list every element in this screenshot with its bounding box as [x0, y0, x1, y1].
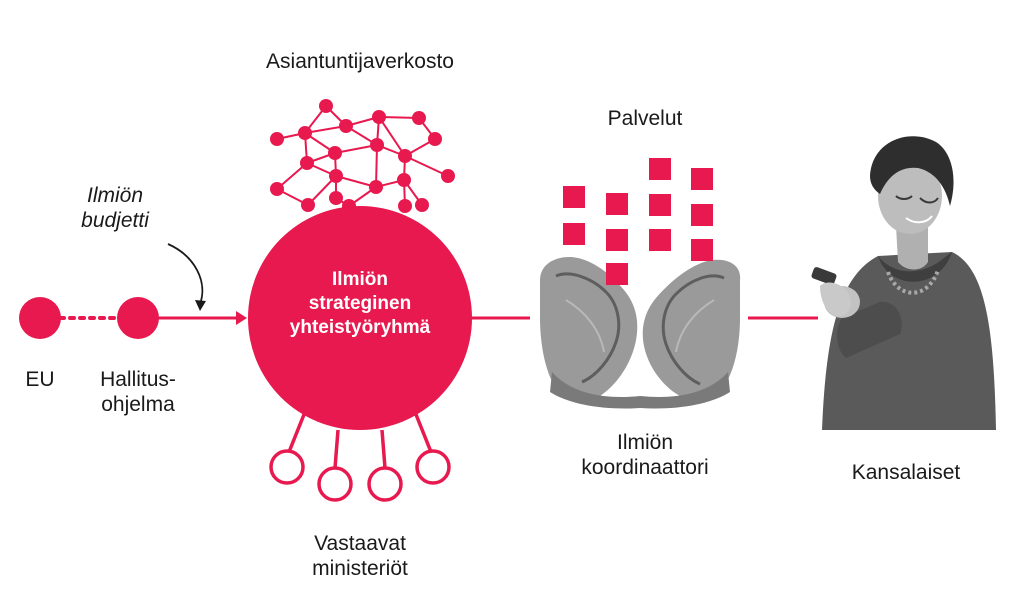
network-node	[397, 173, 411, 187]
budget-arrow-head-icon	[195, 300, 206, 311]
network-graph-icon	[270, 99, 455, 213]
center-line-3: yhteistyöryhmä	[289, 317, 431, 338]
citizens-label: Kansalaiset	[851, 461, 961, 484]
network-edge	[375, 144, 378, 188]
services-label: Palvelut	[607, 107, 683, 130]
network-node	[298, 126, 312, 140]
network-node	[398, 199, 412, 213]
network-edge	[334, 144, 378, 154]
coordinator-label: Ilmiön koordinaattori	[560, 430, 730, 480]
ministries-line-1: Vastaavat	[314, 532, 406, 555]
ministry-ring	[367, 466, 403, 502]
service-square	[649, 194, 671, 216]
network-node	[270, 182, 284, 196]
budget-line-2: budjetti	[81, 209, 149, 232]
network-edge	[404, 155, 449, 177]
strategic-group-label: Ilmiön strateginen yhteistyöryhmä	[250, 268, 470, 340]
service-squares	[563, 158, 713, 285]
service-square	[691, 239, 713, 261]
coordinator-line-2: koordinaattori	[581, 456, 709, 479]
service-square	[691, 168, 713, 190]
ministry-ring	[317, 466, 353, 502]
government-line-1: Hallitus-	[100, 368, 176, 391]
budget-label: Ilmiön budjetti	[60, 183, 170, 233]
network-node	[328, 146, 342, 160]
network-node	[319, 99, 333, 113]
network-node	[329, 191, 343, 205]
budget-line-1: Ilmiön	[86, 184, 144, 207]
network-node	[301, 198, 315, 212]
service-square	[606, 229, 628, 251]
strategic-group-circle	[248, 206, 472, 430]
network-node	[398, 149, 412, 163]
network-node	[428, 132, 442, 146]
service-square	[649, 158, 671, 180]
coordinator-line-1: Ilmiön	[616, 431, 674, 454]
open-hands-icon	[540, 256, 741, 409]
ministries-label: Vastaavat ministeriöt	[280, 531, 440, 581]
government-node	[117, 297, 159, 339]
network-node	[329, 169, 343, 183]
network-edge	[378, 116, 406, 157]
network-node	[415, 198, 429, 212]
citizen-person-icon	[811, 136, 996, 430]
service-square	[691, 204, 713, 226]
network-node	[372, 110, 386, 124]
network-node	[369, 180, 383, 194]
eu-node	[19, 297, 61, 339]
flow-arrow-head-icon	[236, 311, 247, 325]
network-node	[370, 138, 384, 152]
service-square	[606, 263, 628, 285]
ministry-connectors	[287, 411, 433, 469]
budget-arrow	[167, 243, 204, 305]
ministry-ring	[269, 449, 305, 485]
service-square	[563, 186, 585, 208]
center-line-2: strateginen	[308, 293, 412, 314]
expert-network-label: Asiantuntijaverkosto	[266, 50, 454, 73]
network-node	[300, 156, 314, 170]
center-line-1: Ilmiön	[332, 269, 388, 290]
service-square	[606, 193, 628, 215]
government-line-2: ohjelma	[101, 393, 175, 416]
service-square	[649, 229, 671, 251]
ministry-ring	[415, 449, 451, 485]
network-node	[270, 132, 284, 146]
network-node	[339, 119, 353, 133]
network-node	[412, 111, 426, 125]
network-node	[441, 169, 455, 183]
ministry-rings	[269, 449, 451, 502]
government-label: Hallitus- ohjelma	[82, 367, 194, 417]
ministries-line-2: ministeriöt	[312, 557, 408, 580]
service-square	[563, 223, 585, 245]
eu-label: EU	[25, 368, 55, 391]
